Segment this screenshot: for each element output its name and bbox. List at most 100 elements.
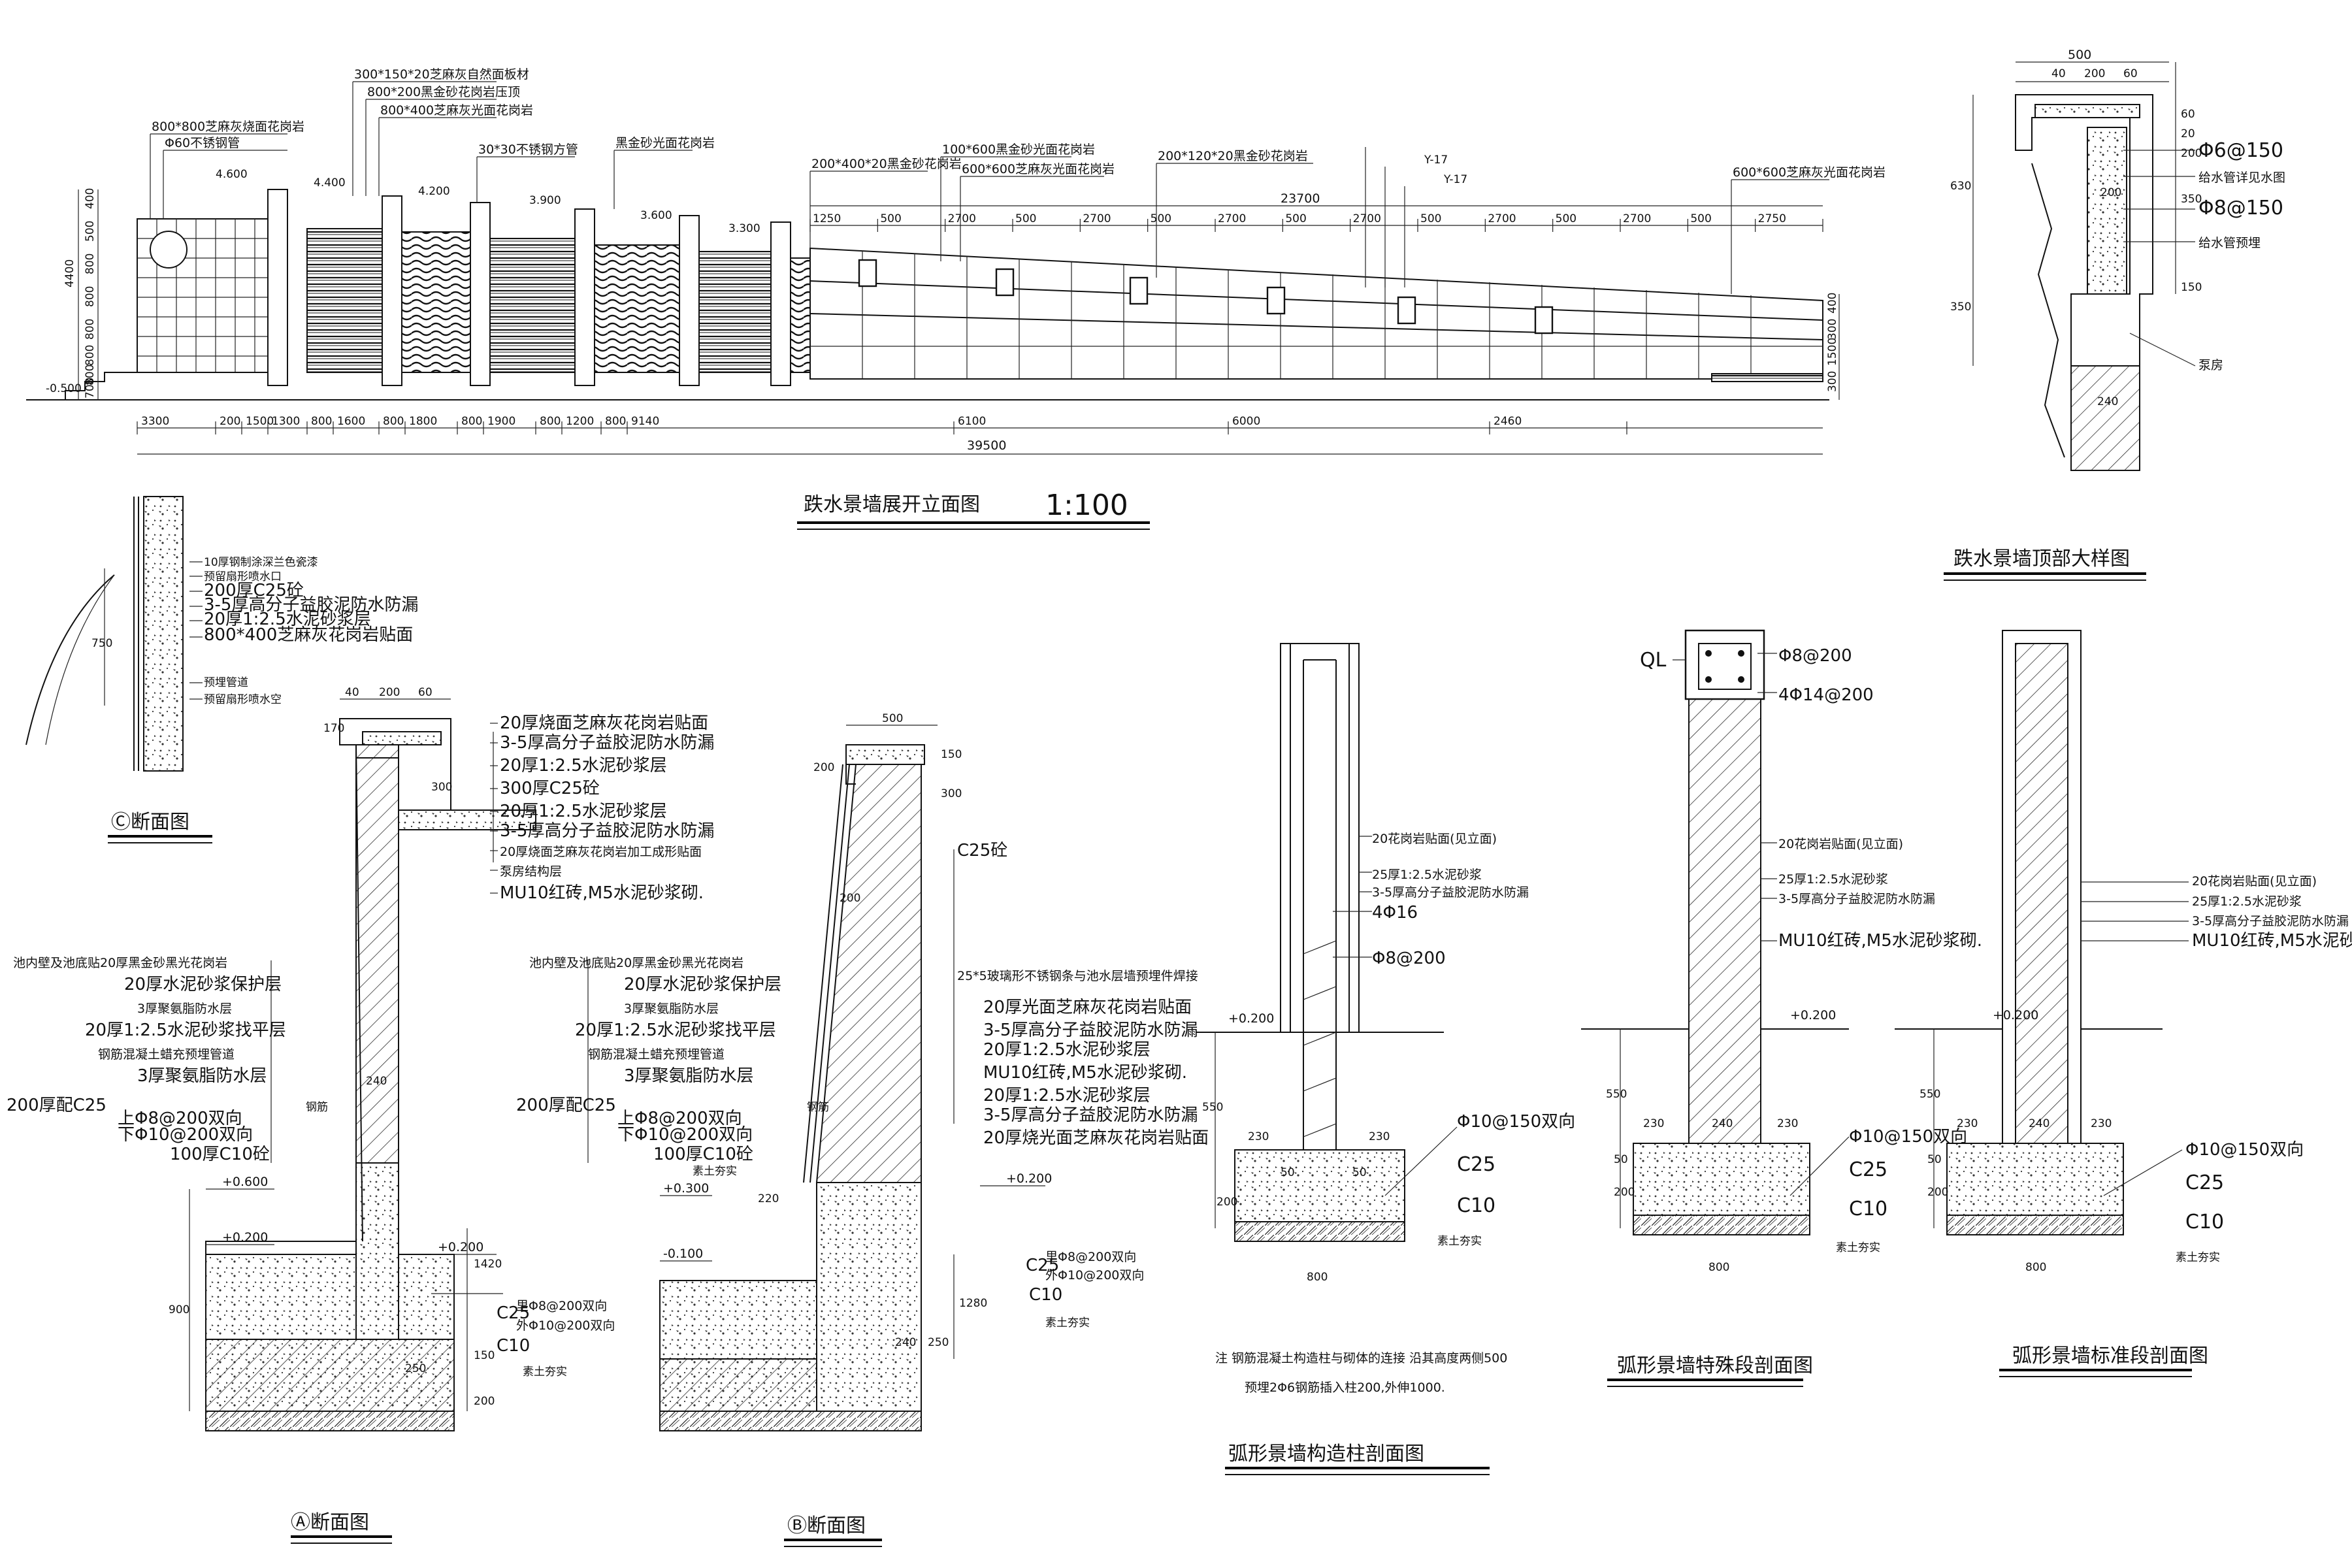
elev-bottom-dim: 800 [461,415,482,428]
top-detail-title: 跌水景墙顶部大样图 [1953,547,2130,570]
standard-level: +0.200 [1993,1008,2038,1022]
elev-callout: 300*150*20芝麻灰自然面板材 [354,67,529,82]
elev-span-dim: 2700 [1083,212,1111,225]
elev-cfg: Y-17 [1443,173,1467,186]
section-b-level: +0.200 [1006,1171,1052,1186]
section-a-label: 300厚C25砼 [500,779,600,798]
standard-dim: 50 [1927,1153,1942,1166]
section-a-label: MU10红砖,M5水泥砂浆砌. [500,883,704,903]
column-dim: 230 [1248,1130,1269,1143]
section-b-label: 3-5厚高分子益胶泥防水防漏 [983,1021,1198,1040]
section-a-dim: 150 [474,1349,495,1362]
standard-dim: 230 [1957,1117,1978,1130]
elev-bottom-dim: 6100 [958,415,986,428]
elevation-callouts: 800*800芝麻灰烧面花岗岩 Φ60不锈钢管 300*150*20芝麻灰自然面… [152,67,1886,186]
elev-right-dim: 300 [1826,371,1839,392]
section-b-label: 素土夯实 [1045,1316,1090,1330]
section-a-dim: 240 [366,1075,387,1088]
special-level: +0.200 [1790,1008,1836,1022]
section-c-label: 预留扇形喷水空 [204,693,282,706]
elev-bottom-dim: 200 [220,415,240,428]
standard-wall [2015,643,2068,1157]
section-a-label: 池内壁及池底贴20厚黑金砂黑光花岗岩 [13,956,227,970]
elev-callout: 800*200黑金砂花岗岩压顶 [367,85,520,99]
elev-left-dim: 800 [84,319,97,340]
section-a-dim: 170 [323,722,344,735]
section-a-labels-left: 池内壁及池底贴20厚黑金砂黑光花岗岩20厚水泥砂浆保护层3厚聚氨脂防水层20厚1… [7,956,286,1164]
standard-label: 素土夯实 [2176,1251,2220,1264]
section-a-label: 20厚1:2.5水泥砂浆层 [500,802,667,821]
section-b-label: 20厚光面芝麻灰花岗岩贴面 [983,998,1192,1017]
section-c-dim: 750 [91,637,112,650]
column-label: 3-5厚高分子益胶泥防水防漏 [1372,885,1529,900]
column-label: 4Φ16 [1372,903,1418,923]
section-b-label: 100厚C10砼 [653,1145,753,1164]
elev-level: 4.200 [418,185,450,198]
section-a-label: 100厚C10砼 [170,1145,270,1164]
section-c-view: 750 10厚钢制涂深兰色瓷漆预留扇形喷水口200厚C25砼3-5厚高分子益胶泥… [25,496,418,843]
section-a-dim: 900 [169,1303,189,1316]
elev-callout: 30*30不锈钢方管 [478,142,578,157]
standard-dim: 800 [2025,1261,2046,1274]
section-b-labels-right: C25砼25*5玻璃形不锈钢条与池水层墙预埋件焊接20厚光面芝麻灰花岗岩贴面3-… [957,841,1209,1148]
section-b-label: C10 [1029,1285,1062,1305]
top-detail-stone-face [2031,163,2065,458]
section-c-label: 预留扇形喷水口 [204,570,282,583]
elev-callout: 800*800芝麻灰烧面花岗岩 [152,120,304,134]
standard-dim: 550 [1919,1088,1940,1101]
special-label: 4Φ14@200 [1778,685,1874,705]
section-a-dim: 1420 [474,1258,502,1271]
top-detail-core [2087,127,2127,295]
elev-left-dim: 400 [84,188,97,209]
special-dim: 200 [1614,1186,1635,1199]
section-a-level: +0.200 [438,1240,483,1254]
special-label: MU10红砖,M5水泥砂浆砌. [1778,931,1982,951]
section-b-title: Ⓑ断面图 [787,1514,866,1537]
section-b-label: 素土夯实 [693,1165,737,1178]
elev-span-dim: 500 [1151,212,1171,225]
special-title: 弧形景墙特殊段剖面图 [1617,1354,1813,1377]
section-b-label: 3厚聚氨脂防水层 [624,1066,754,1086]
standard-label: 25厚1:2.5水泥砂浆 [2192,894,2302,909]
elev-right-dim: 300 [1826,319,1839,340]
section-a-label: 20厚烧面芝麻灰花岗岩加工成形贴面 [500,845,702,859]
section-b-label: 里Φ8@200双向 [1045,1250,1136,1264]
elev-callout: 600*600芝麻灰光面花岗岩 [1733,165,1886,180]
section-a-dim: 200 [379,686,400,699]
section-c-label: 800*400芝麻灰花岗岩贴面 [204,625,413,645]
section-c-labels: 10厚钢制涂深兰色瓷漆预留扇形喷水口200厚C25砼3-5厚高分子益胶泥防水防漏… [204,556,418,706]
elev-bottom-dim: 1900 [487,415,515,428]
elev-left-dim: 4400 [63,259,76,287]
elev-nozzle-circle [150,231,188,269]
top-detail-dim: 500 [2068,48,2091,62]
section-a-label: 20厚1:2.5水泥砂浆找平层 [85,1021,286,1040]
section-b-wall [815,764,922,1183]
elev-bottom-dim: 1300 [272,415,300,428]
section-b-label: C25 [1026,1256,1059,1275]
elev-bottom-dim: 6000 [1232,415,1260,428]
elev-left-dim: 800 [84,253,97,274]
section-b-label: 200厚配C25 [516,1096,616,1115]
section-a-label: 3厚聚氨脂防水层 [137,1066,267,1086]
elev-callout: 黑金砂光面花岗岩 [615,136,715,150]
section-a-label: C25 [497,1303,530,1323]
elev-bottom-dim: 1500 [246,415,274,428]
elevation-scale: 1:100 [1045,489,1128,522]
standard-label: C10 [2185,1211,2224,1233]
elev-left-dim: 800 [84,286,97,307]
column-title: 弧形景墙构造柱剖面图 [1228,1443,1424,1465]
section-b-dim: 500 [882,712,903,725]
elev-bottom-dim: 9140 [631,415,659,428]
section-a-label: 里Φ8@200双向 [516,1299,607,1313]
section-a-level: +0.200 [222,1230,268,1245]
standard-label: 3-5厚高分子益胶泥防水防漏 [2192,914,2349,928]
elev-callout: 800*400芝麻灰光面花岗岩 [380,103,533,118]
section-b-label: 池内壁及池底贴20厚黑金砂黑光花岗岩 [529,956,743,970]
elev-callout: Φ60不锈钢管 [165,136,240,150]
top-detail-dim: 150 [2181,281,2202,294]
elev-span-dim: 2700 [1488,212,1516,225]
elevation-view: 800*800芝麻灰烧面花岗岩 Φ60不锈钢管 300*150*20芝麻灰自然面… [26,67,1886,530]
